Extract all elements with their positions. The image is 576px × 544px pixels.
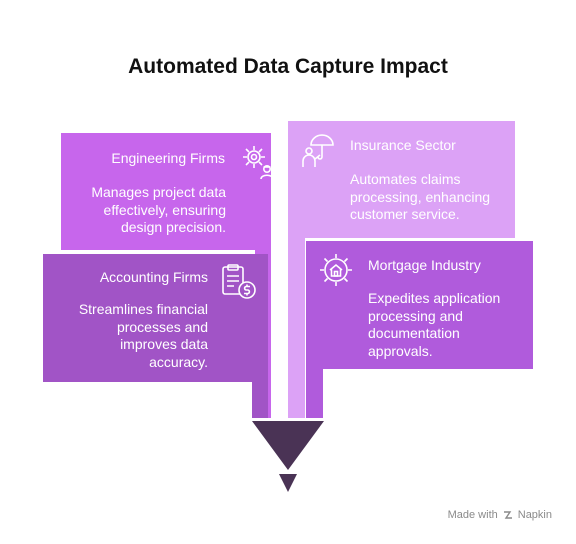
engineering-title: Engineering Firms bbox=[111, 150, 225, 166]
funnel-shape bbox=[252, 421, 324, 470]
gear-engineer-icon bbox=[243, 146, 274, 180]
mortgage-description: Expedites application processing and doc… bbox=[368, 290, 501, 359]
insurance-card-shape bbox=[288, 121, 515, 418]
house-gear-icon bbox=[320, 254, 352, 286]
insurance-description: Automates claims processing, enhancing c… bbox=[350, 171, 491, 222]
diagram-title: Automated Data Capture Impact bbox=[128, 55, 448, 78]
accounting-title: Accounting Firms bbox=[99, 269, 208, 285]
mortgage-card-shape bbox=[306, 241, 533, 418]
footer-attribution: Made with Napkin bbox=[448, 509, 552, 521]
accounting-card-shape bbox=[43, 254, 268, 418]
engineering-card-shape bbox=[61, 133, 271, 418]
insurance-title: Insurance Sector bbox=[350, 137, 456, 153]
umbrella-person-icon bbox=[302, 134, 334, 167]
clipboard-dollar-icon bbox=[222, 264, 256, 299]
made-with-label: Made with bbox=[447, 509, 498, 521]
mortgage-title: Mortgage Industry bbox=[368, 257, 481, 273]
napkin-logo-icon bbox=[503, 511, 512, 519]
napkin-brand: Napkin bbox=[517, 509, 552, 521]
engineering-description: Manages project data effectively, ensuri… bbox=[91, 184, 226, 235]
funnel-tip bbox=[279, 474, 297, 492]
accounting-description: Streamlines financial processes and impr… bbox=[78, 301, 208, 370]
